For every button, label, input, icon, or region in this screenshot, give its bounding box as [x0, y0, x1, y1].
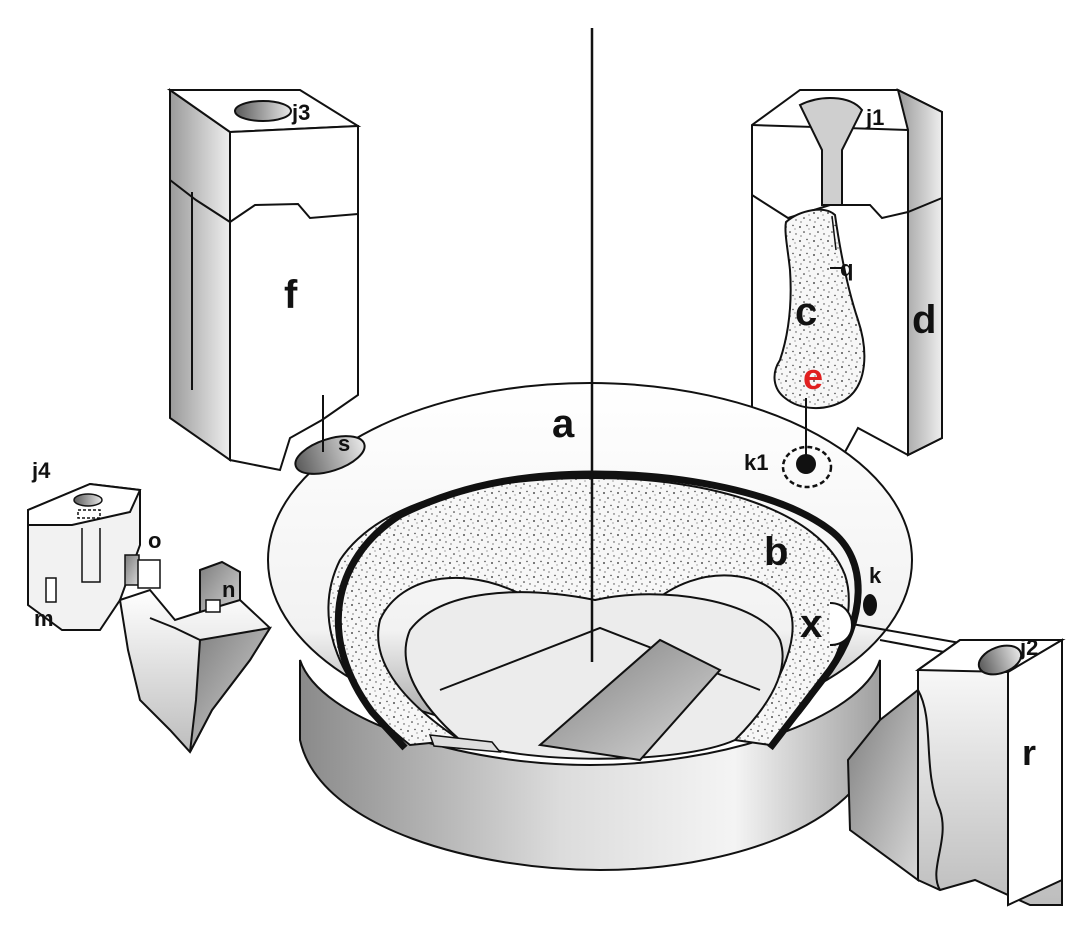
- leader-lines: [322, 28, 842, 662]
- label-e: e: [803, 356, 823, 397]
- block-r: [846, 623, 1066, 907]
- label-o: o: [148, 528, 161, 553]
- label-s: s: [338, 431, 350, 456]
- label-b: b: [764, 530, 788, 574]
- label-j1: j1: [865, 105, 884, 130]
- label-d: d: [912, 298, 936, 342]
- label-c: c: [795, 290, 817, 334]
- label-k: k: [869, 563, 882, 588]
- block-j4: [27, 482, 161, 631]
- labels: a b c d e f j1 j2 j3 j4 k k1 m n o q r s…: [31, 100, 1038, 773]
- block-f: [166, 88, 362, 472]
- label-j4: j4: [31, 458, 51, 483]
- label-j2: j2: [1019, 635, 1038, 660]
- label-x: x: [800, 602, 822, 646]
- segment-n: [118, 560, 273, 754]
- label-a: a: [552, 402, 575, 446]
- label-n: n: [222, 577, 235, 602]
- label-j3: j3: [291, 100, 310, 125]
- ring-mould: [267, 382, 913, 872]
- block-d: [751, 88, 943, 457]
- label-m: m: [34, 606, 54, 631]
- label-k1: k1: [744, 450, 768, 475]
- label-f: f: [284, 273, 298, 317]
- label-q: q: [840, 256, 853, 281]
- label-r: r: [1022, 732, 1036, 773]
